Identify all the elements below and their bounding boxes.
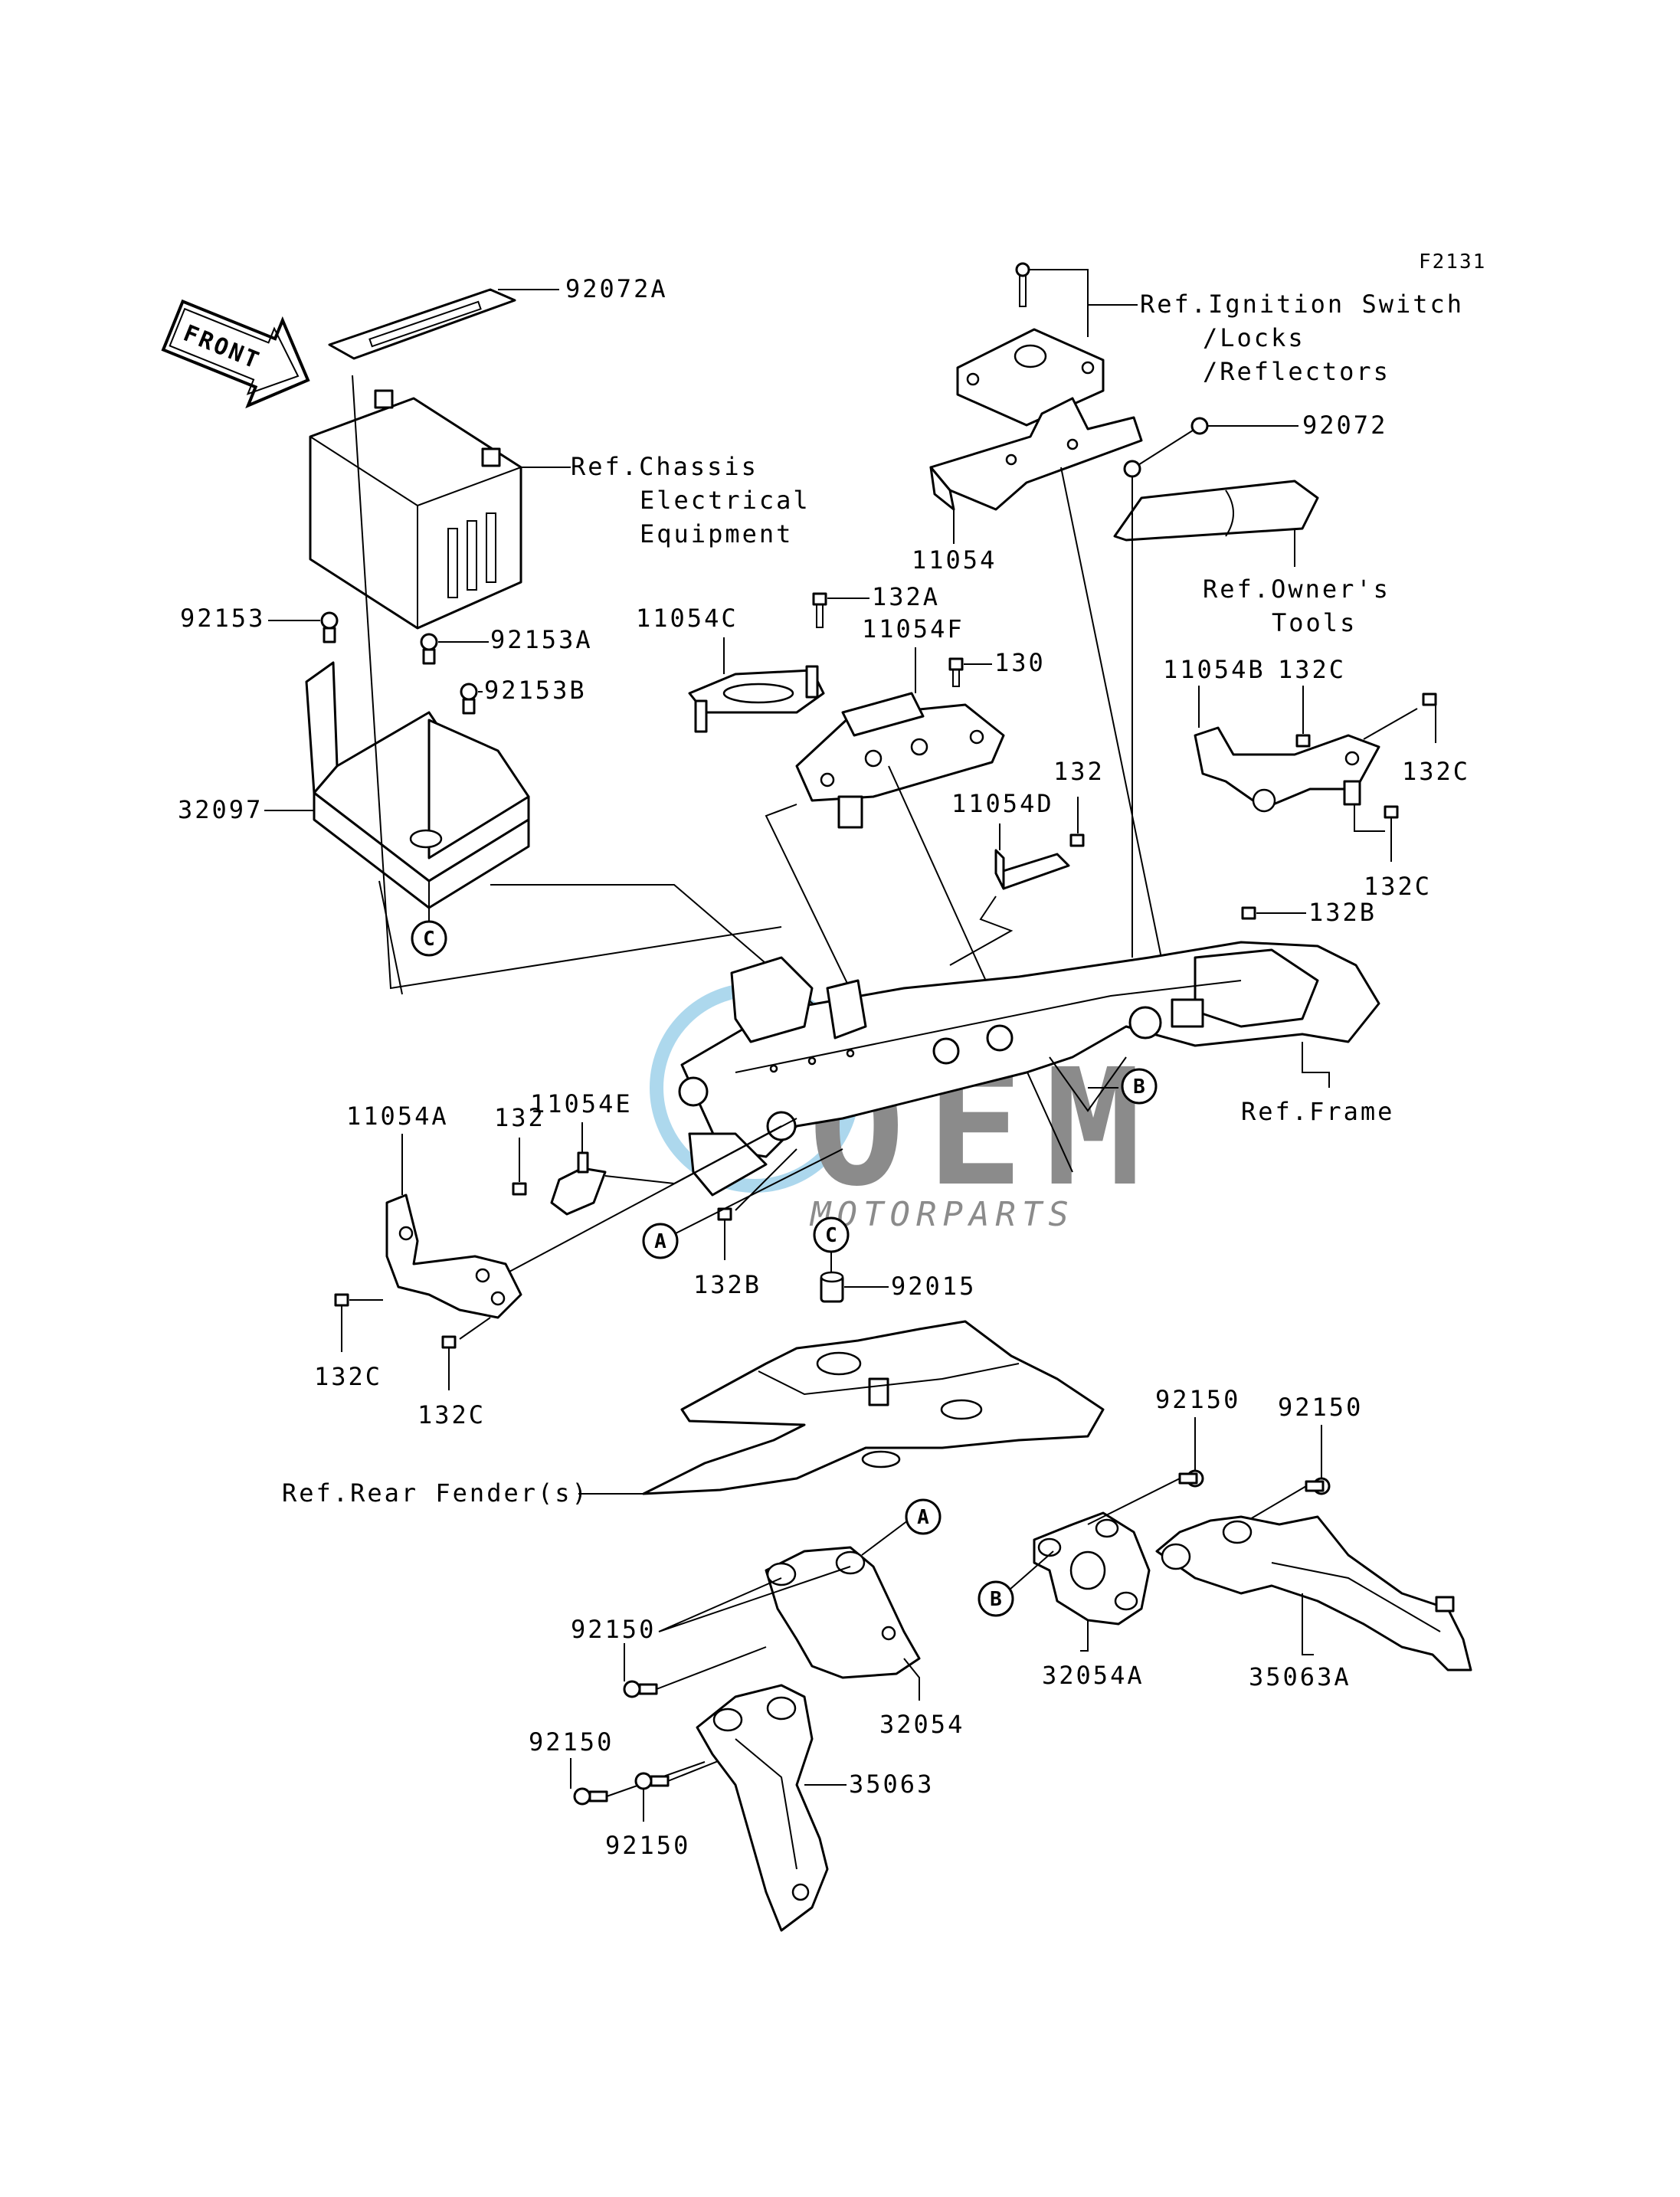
label-11054B: 11054B <box>1163 655 1266 684</box>
bolt-130 <box>948 657 964 687</box>
bolt-92153 <box>320 611 339 643</box>
label-ref-ignition-1: Ref.Ignition Switch <box>1140 290 1464 319</box>
bolt-92150-d <box>573 1787 608 1806</box>
bracket-32054A <box>1033 1511 1151 1626</box>
rear-fender <box>642 1320 1105 1495</box>
bolt-132B-upper <box>1241 906 1256 920</box>
bolt-132-lower <box>512 1182 527 1196</box>
callout-a-lower: A <box>905 1498 942 1535</box>
label-32054A: 32054A <box>1042 1661 1145 1690</box>
bracket-11054E <box>550 1151 607 1216</box>
front-arrow-icon: FRONT <box>161 299 310 409</box>
label-11054C: 11054C <box>636 604 738 633</box>
label-ref-frame: Ref.Frame <box>1241 1097 1394 1126</box>
label-92150-c: 92150 <box>571 1615 656 1644</box>
label-92150-b: 92150 <box>1278 1393 1363 1422</box>
tool-strap-92072 <box>1123 417 1209 478</box>
callout-c-mid: C <box>813 1216 850 1253</box>
diagram-code: F2131 <box>1419 250 1486 273</box>
label-92153: 92153 <box>180 604 265 633</box>
battery-case <box>305 661 530 909</box>
bolt-132C-b <box>1422 692 1437 706</box>
callout-a-mid: A <box>642 1223 679 1259</box>
label-132-upper: 132 <box>1053 757 1105 786</box>
rear-frame <box>678 941 1380 1197</box>
label-132A: 132A <box>872 582 940 611</box>
label-92153A: 92153A <box>490 625 593 654</box>
bolt-132-upper <box>1069 833 1085 847</box>
bolt-132C-e <box>441 1335 457 1349</box>
battery-strap <box>328 288 516 360</box>
label-32097: 32097 <box>178 795 263 824</box>
bolt-92150-c <box>623 1680 658 1698</box>
label-132C-c: 132C <box>1364 872 1432 901</box>
label-92072: 92072 <box>1302 411 1387 440</box>
label-35063: 35063 <box>849 1770 934 1799</box>
label-11054D: 11054D <box>951 789 1054 818</box>
label-92150-d: 92150 <box>529 1727 614 1757</box>
bolt-132A <box>812 592 827 628</box>
label-132C-d: 132C <box>314 1362 382 1391</box>
label-ref-tools-2: Tools <box>1272 608 1357 637</box>
bolt-92153B <box>460 683 478 715</box>
bracket-11054A <box>385 1193 522 1319</box>
label-132B-lower: 132B <box>693 1270 761 1299</box>
step-bracket-35063 <box>696 1684 829 1932</box>
callout-c-top-text: C <box>423 928 435 951</box>
label-ref-chassis-3: Equipment <box>640 519 793 548</box>
label-ref-chassis-1: Ref.Chassis <box>571 452 758 481</box>
label-92153B: 92153B <box>484 676 587 705</box>
label-ref-chassis-2: Electrical <box>640 486 811 515</box>
battery <box>309 389 522 630</box>
bracket-11054 <box>929 397 1143 511</box>
callout-b-lower-text: B <box>990 1588 1002 1611</box>
label-132C-e: 132C <box>418 1400 486 1429</box>
label-ref-ignition-3: /Reflectors <box>1203 357 1390 386</box>
label-132B-upper: 132B <box>1308 898 1377 927</box>
label-ref-fender: Ref.Rear Fender(s) <box>282 1478 589 1508</box>
bracket-11054B <box>1194 726 1380 813</box>
watermark-subtitle: MOTORPARTS <box>809 1195 1075 1234</box>
bolt-132C-a <box>1295 734 1311 748</box>
label-92072A: 92072A <box>565 274 668 303</box>
grommet-92015 <box>820 1271 844 1303</box>
label-132C-b: 132C <box>1402 757 1470 786</box>
label-11054A: 11054A <box>346 1102 449 1131</box>
bracket-32054 <box>765 1546 921 1679</box>
label-32054: 32054 <box>879 1710 964 1739</box>
bolt-132C-c <box>1384 805 1399 819</box>
label-ref-ignition-2: /Locks <box>1203 323 1305 352</box>
label-92150-e: 92150 <box>605 1831 690 1860</box>
label-ref-tools-1: Ref.Owner's <box>1203 575 1390 604</box>
callout-b-right: B <box>1121 1068 1158 1105</box>
label-132C-a: 132C <box>1278 655 1346 684</box>
bolt-132C-d <box>334 1293 349 1307</box>
bolt-92153A <box>420 633 438 665</box>
callout-a-mid-text: A <box>654 1230 666 1253</box>
label-130: 130 <box>994 648 1046 677</box>
bolt-ignition <box>1015 262 1030 307</box>
bolt-92150-e <box>634 1772 670 1790</box>
label-92150-a: 92150 <box>1155 1385 1240 1414</box>
label-11054: 11054 <box>912 545 997 575</box>
callout-b-lower: B <box>978 1580 1014 1617</box>
label-35063A: 35063A <box>1249 1662 1351 1691</box>
bolt-92150-a <box>1178 1469 1204 1488</box>
bracket-11054D <box>994 849 1070 890</box>
step-bracket-35063A <box>1155 1515 1472 1671</box>
label-92015: 92015 <box>891 1272 976 1301</box>
tool-kit-bag <box>1113 480 1319 542</box>
ignition-cover <box>956 328 1105 427</box>
bracket-11054C <box>688 665 825 733</box>
callout-a-lower-text: A <box>917 1506 929 1529</box>
label-11054F: 11054F <box>862 614 964 643</box>
bolt-92150-b <box>1305 1477 1331 1495</box>
callout-c-mid-text: C <box>825 1224 837 1247</box>
callout-b-right-text: B <box>1133 1076 1145 1098</box>
label-132-lower: 132 <box>494 1103 545 1132</box>
callout-c-top: C <box>411 920 447 957</box>
bracket-11054F <box>795 692 1005 829</box>
label-11054E: 11054E <box>530 1089 633 1118</box>
